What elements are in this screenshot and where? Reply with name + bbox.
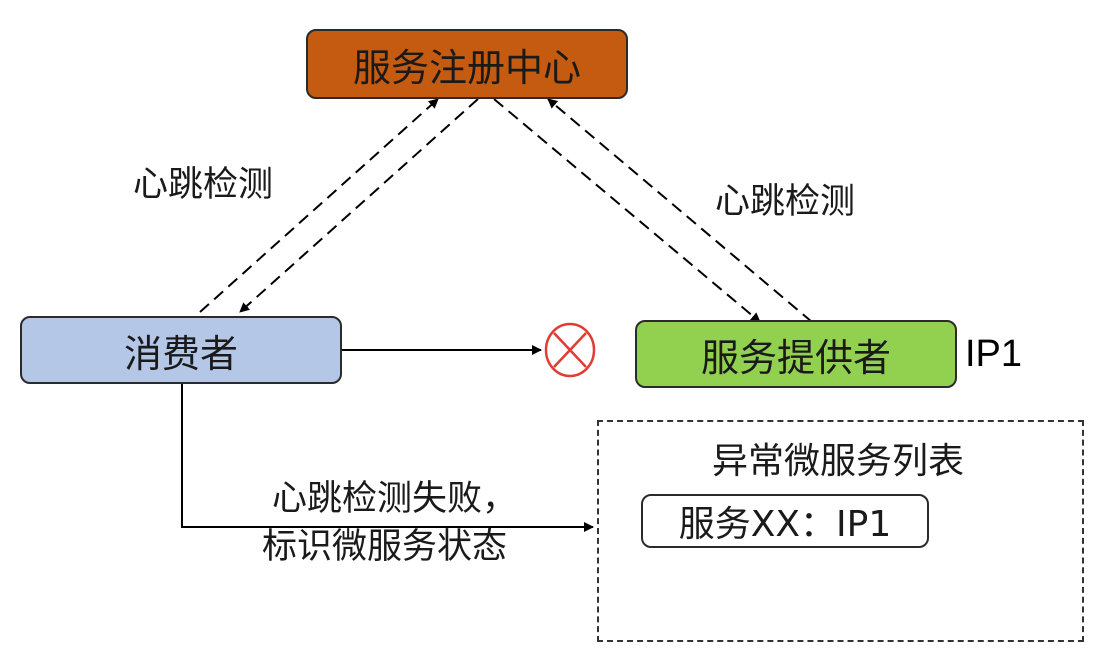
anomaly-service-list-panel (597, 420, 1084, 642)
edge-registry-to-consumer (239, 98, 479, 313)
heartbeat-label-right: 心跳检测 (715, 182, 856, 222)
anomaly-list-entry: 服务XX：IP1 (641, 494, 929, 548)
anomaly-list-title: 异常微服务列表 (712, 441, 965, 482)
anomaly-list-entry-text: 服务XX：IP1 (678, 504, 892, 545)
blocked-connection-icon (544, 322, 596, 378)
heartbeat-failure-label-line2: 标识微服务状态 (262, 527, 508, 567)
service-registry-label: 服务注册中心 (352, 45, 581, 90)
edge-registry-to-provider (493, 98, 761, 323)
service-provider-label: 服务提供者 (700, 335, 891, 380)
edge-consumer-to-registry (199, 98, 439, 313)
provider-ip-label: IP1 (965, 333, 1023, 375)
heartbeat-label-left: 心跳检测 (133, 165, 274, 205)
edge-provider-to-registry (547, 98, 813, 323)
heartbeat-failure-label-line1: 心跳检测失败， (272, 479, 518, 519)
service-provider-node: 服务提供者 (635, 320, 957, 388)
consumer-node: 消费者 (20, 316, 342, 384)
service-registry-node: 服务注册中心 (306, 29, 628, 99)
consumer-label: 消费者 (123, 331, 238, 376)
edge-consumer-to-anomaly-list (181, 384, 594, 532)
